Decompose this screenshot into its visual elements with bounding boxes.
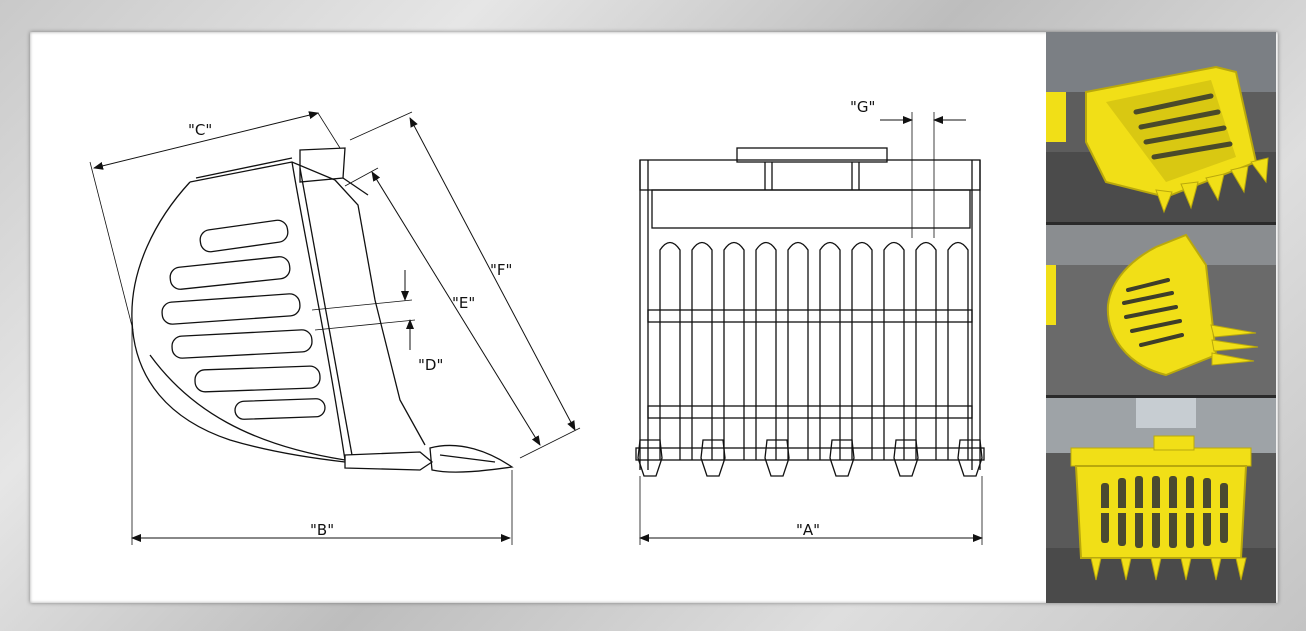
side-view — [89, 111, 581, 545]
dim-label-g: "G" — [850, 98, 875, 116]
dim-label-b: "B" — [310, 521, 334, 539]
dim-label-c: "C" — [188, 121, 212, 139]
front-bars — [659, 241, 969, 460]
technical-drawing: "C" "B" "A" "G" "F" "E" "D" — [89, 98, 985, 545]
photo-bucket-angle-view — [1046, 32, 1276, 222]
dim-label-a: "A" — [796, 521, 820, 539]
front-view — [635, 112, 985, 545]
dim-label-e: "E" — [452, 294, 475, 312]
front-teeth — [637, 439, 983, 477]
dim-label-f: "F" — [490, 261, 512, 279]
photo-bucket-front-view — [1046, 398, 1276, 603]
dim-label-d: "D" — [418, 356, 443, 374]
photo-strip — [1046, 32, 1276, 603]
photo-bucket-side-view — [1046, 225, 1276, 395]
